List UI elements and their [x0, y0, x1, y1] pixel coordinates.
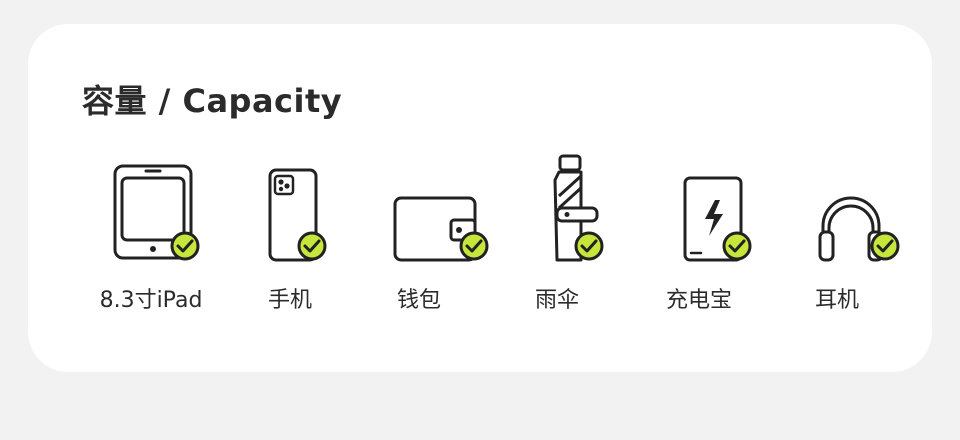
capacity-item-umbrella: 雨伞 — [482, 154, 632, 314]
capacity-item-ipad: 8.3寸iPad — [76, 156, 226, 314]
phone-icon — [268, 168, 327, 262]
section-title: 容量 / Capacity — [82, 82, 343, 120]
umbrella-icon — [553, 154, 604, 262]
check-icon — [297, 231, 327, 261]
item-label: 钱包 — [396, 288, 441, 313]
power-bank-icon — [683, 176, 752, 262]
wallet-icon — [393, 196, 489, 262]
check-icon — [870, 231, 900, 261]
headphones-icon — [818, 196, 900, 262]
item-label: 8.3寸iPad — [99, 288, 203, 313]
item-label: 充电宝 — [665, 288, 732, 313]
item-label: 雨伞 — [534, 288, 579, 313]
item-label: 耳机 — [814, 288, 859, 313]
capacity-item-list: 8.3寸iPad 手机 — [28, 24, 932, 372]
capacity-item-headphones: 耳机 — [762, 156, 912, 314]
check-icon — [574, 231, 604, 261]
check-icon — [170, 231, 200, 261]
check-icon — [459, 231, 489, 261]
capacity-item-wallet: 钱包 — [344, 156, 494, 314]
tablet-icon — [113, 164, 200, 261]
capacity-item-power-bank: 充电宝 — [624, 156, 774, 314]
check-icon — [722, 231, 752, 261]
capacity-item-phone: 手机 — [215, 156, 365, 314]
item-label: 手机 — [267, 288, 312, 313]
capacity-card: 容量 / Capacity 8.3寸iPad — [28, 24, 932, 372]
